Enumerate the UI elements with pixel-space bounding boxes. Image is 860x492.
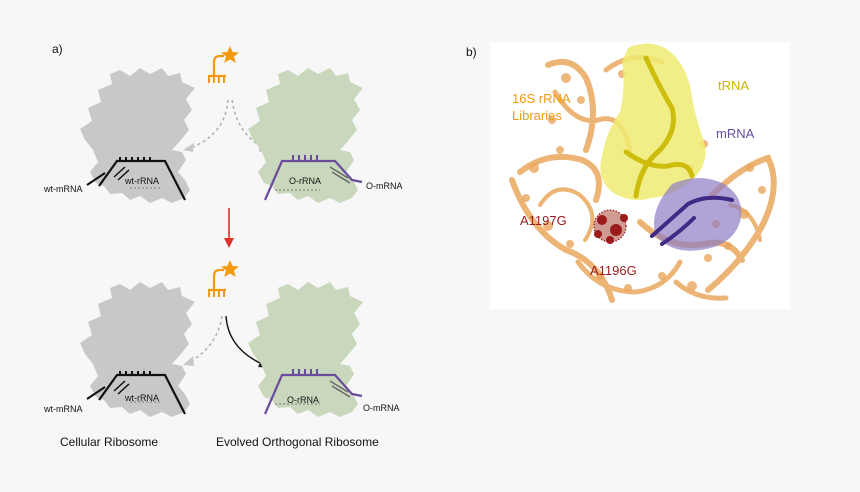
dashed-arrow-right bbox=[231, 99, 263, 148]
mrna-label: mRNA bbox=[716, 126, 755, 141]
o-mrna-label-top: O-mRNA bbox=[366, 181, 403, 191]
trna-star-icon bbox=[206, 44, 241, 85]
trna-surface bbox=[600, 43, 706, 200]
o-rrna-label-top: O-rRNA bbox=[289, 176, 321, 186]
rrna-label-line2: Libraries bbox=[512, 108, 562, 123]
trna-ribbon bbox=[623, 55, 695, 199]
dashed-arrow-bottom bbox=[189, 315, 223, 363]
rrna-label-line1: 16S rRNA bbox=[512, 91, 571, 106]
panel-a-label: a) bbox=[52, 42, 63, 56]
wt-mrna-label-bottom: wt-mRNA bbox=[43, 404, 83, 414]
panel-b-label: b) bbox=[466, 45, 477, 59]
trna-star-icon bbox=[206, 258, 241, 299]
dashed-arrow-left bbox=[189, 99, 229, 149]
wt-rrna-label-top: wt-rRNA bbox=[124, 176, 159, 186]
trna-label: tRNA bbox=[718, 78, 749, 93]
down-arrow-icon bbox=[224, 208, 234, 248]
mutation-label-a1197g: A1197G bbox=[520, 213, 567, 228]
mutation-site bbox=[593, 209, 628, 244]
caption-cellular-ribosome: Cellular Ribosome bbox=[60, 435, 158, 449]
o-mrna-label-bottom: O-mRNA bbox=[363, 403, 400, 413]
mutation-label-a1196g: A1196G bbox=[590, 263, 637, 278]
o-rrna-label-bottom: O-rRNA bbox=[287, 395, 319, 405]
wt-mrna-label-top: wt-mRNA bbox=[43, 184, 83, 194]
caption-orthogonal-ribosome: Evolved Orthogonal Ribosome bbox=[216, 435, 379, 449]
wt-rrna-label-bottom: wt-rRNA bbox=[124, 393, 159, 403]
mrna-strand bbox=[650, 195, 734, 246]
